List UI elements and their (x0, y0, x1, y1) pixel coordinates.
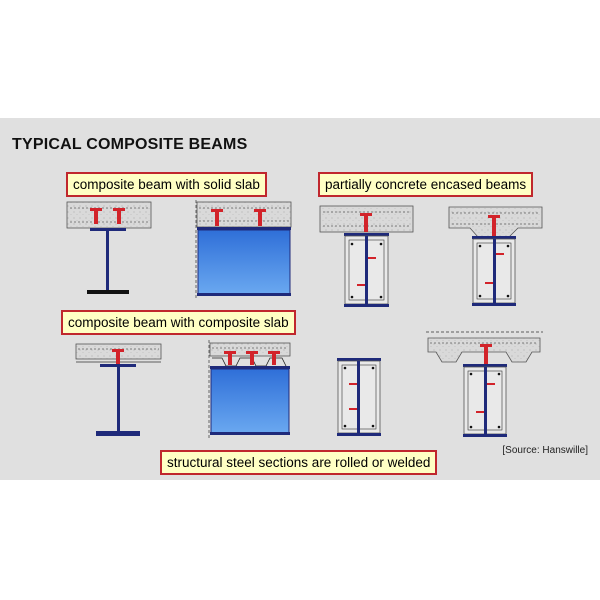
source-credit: [Source: Hanswille] (502, 445, 588, 456)
label-rolled-welded: structural steel sections are rolled or … (160, 450, 438, 475)
shear-stud (268, 351, 280, 365)
shear-stud (488, 215, 500, 236)
shear-stud (360, 213, 372, 232)
shear-stud (211, 209, 223, 226)
shear-stud (480, 344, 492, 364)
shear-stud (254, 209, 266, 226)
shear-stud (112, 349, 124, 364)
shear-stud (113, 208, 125, 224)
label-composite-slab: composite beam with composite slab (61, 310, 296, 335)
solid-slab-elevation (195, 200, 292, 300)
encased-beam-composite-slab (426, 331, 543, 437)
solid-slab-ibeam-section (66, 201, 152, 294)
shear-stud (90, 208, 102, 224)
encased-beam-solid-slab (319, 205, 414, 307)
shear-stud (224, 351, 236, 365)
encased-beam-haunch (448, 206, 543, 306)
encased-welded-section (337, 358, 381, 436)
label-encased-beams: partially concrete encased beams (318, 172, 534, 197)
label-solid-slab: composite beam with solid slab (66, 172, 267, 197)
shear-stud (246, 351, 258, 365)
composite-slab-ibeam-section (75, 343, 162, 436)
page-title: TYPICAL COMPOSITE BEAMS (12, 136, 248, 153)
composite-slab-elevation (208, 340, 291, 440)
